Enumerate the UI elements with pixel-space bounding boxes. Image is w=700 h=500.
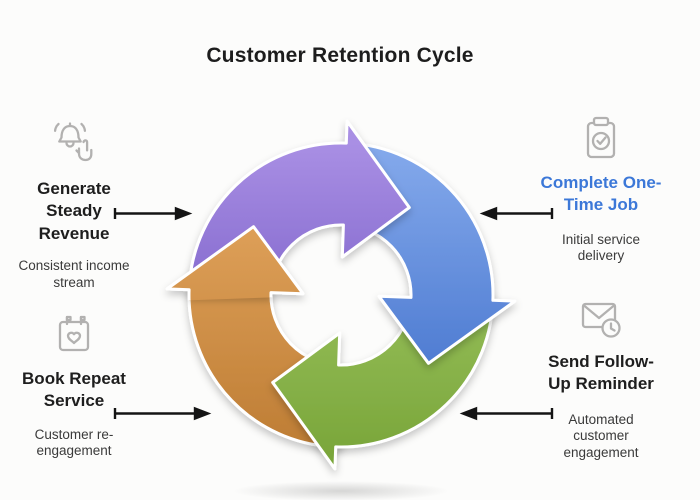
- clipboard-check-icon: [586, 116, 616, 159]
- bell-click-icon: [53, 122, 93, 162]
- calendar-heart-icon: [58, 315, 90, 352]
- section-generate-steady-revenue: Generate Steady Revenue Consistent incom…: [4, 116, 144, 291]
- connector-arrow-bottom-left: [113, 406, 212, 421]
- section-title: Complete One- Time Job: [540, 173, 662, 215]
- section-subtitle: Customer re- engagement: [34, 426, 114, 459]
- cycle-arrow-orange-head: [165, 225, 341, 302]
- section-subtitle: Automated customer engagement: [563, 411, 639, 460]
- section-title: Book Repeat Service: [22, 369, 126, 411]
- connector-arrow-top-left: [113, 206, 193, 221]
- connector-arrow-bottom-right: [459, 406, 554, 421]
- section-book-repeat-service: Book Repeat Service Customer re- engagem…: [4, 310, 144, 460]
- section-send-follow-up-reminder: Send Follow- Up Reminder Automated custo…: [526, 295, 676, 461]
- section-subtitle: Consistent income stream: [18, 258, 130, 290]
- section-title: Generate Steady Revenue: [37, 179, 111, 243]
- envelope-clock-icon: [581, 302, 621, 338]
- ground-shadow: [233, 481, 449, 500]
- section-subtitle: Initial service delivery: [561, 231, 641, 264]
- section-complete-one-time-job: Complete One- Time Job Initial service d…: [526, 112, 676, 265]
- page-title: Customer Retention Cycle: [206, 44, 474, 67]
- connector-arrow-top-right: [479, 206, 554, 221]
- section-title: Send Follow- Up Reminder: [548, 352, 654, 394]
